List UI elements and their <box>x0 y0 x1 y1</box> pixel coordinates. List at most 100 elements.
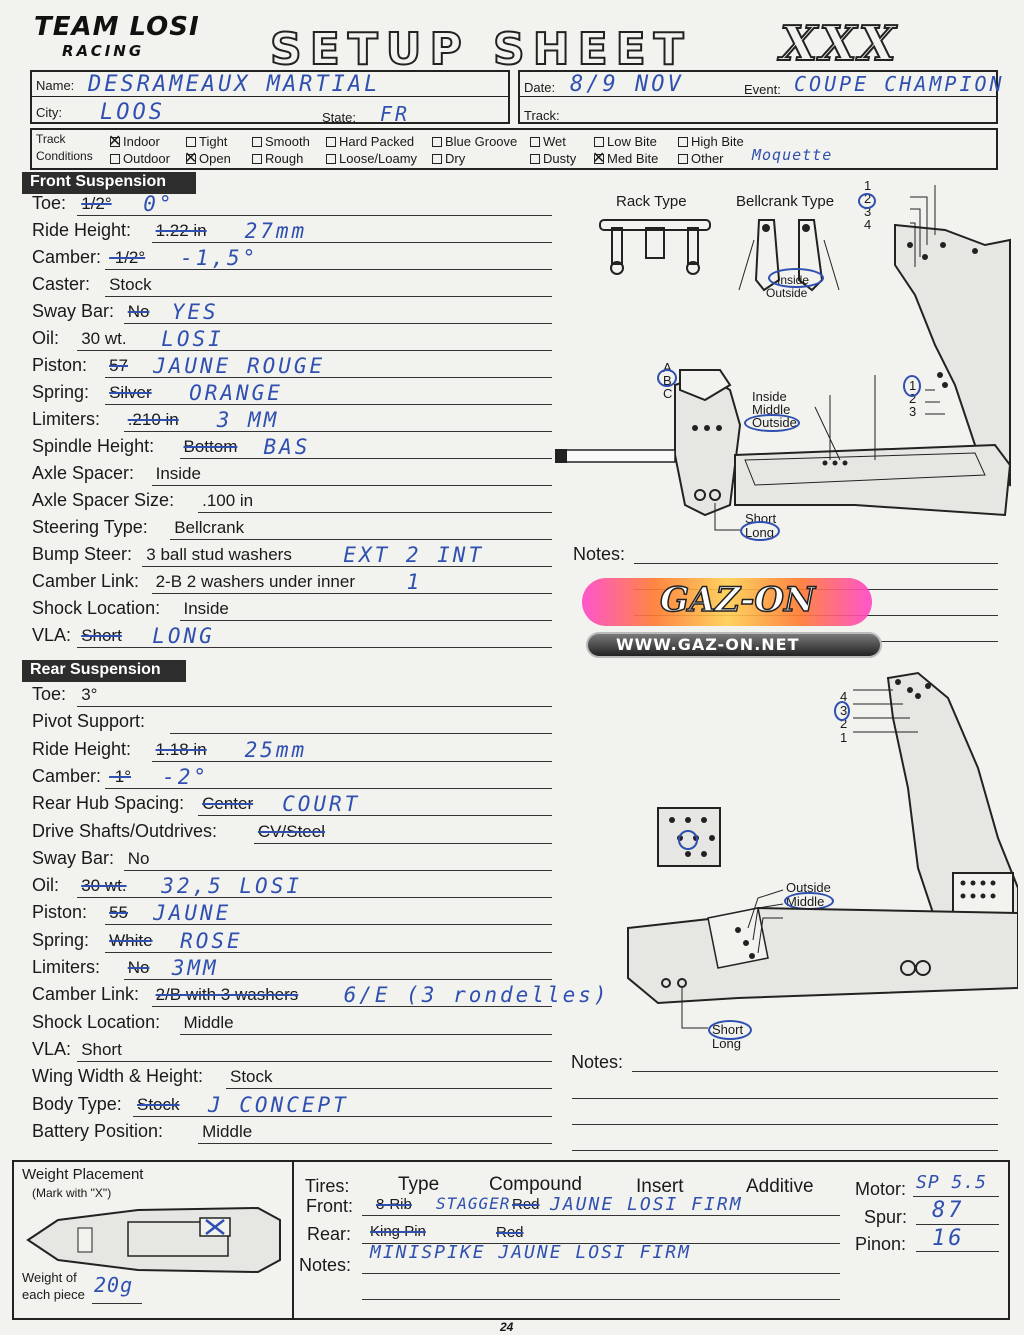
checkbox[interactable] <box>432 154 442 164</box>
track-option[interactable]: High Bite <box>678 134 744 149</box>
setting-printed-value[interactable]: 30 wt. <box>81 876 127 896</box>
checkbox[interactable] <box>186 137 196 147</box>
setting-printed-value[interactable]: Stock <box>109 275 152 294</box>
track-option[interactable]: Indoor <box>108 131 160 151</box>
state-value[interactable]: FR <box>380 102 411 126</box>
setting-printed-value[interactable]: Stock <box>230 1067 273 1087</box>
setting-printed-value[interactable]: Short <box>81 1039 122 1059</box>
track-option[interactable]: Other <box>678 151 724 166</box>
checkbox[interactable] <box>592 148 605 168</box>
checkbox[interactable] <box>110 154 120 164</box>
name-value[interactable]: DESRAMEAUX MARTIAL <box>88 72 381 97</box>
setting-printed-value[interactable]: Inside <box>183 599 229 618</box>
setting-handwritten-value[interactable]: 25mm <box>244 737 308 762</box>
setting-handwritten-value[interactable]: ROSE <box>180 928 243 953</box>
setting-printed-value[interactable]: 30 wt. <box>81 329 127 348</box>
checkbox[interactable] <box>432 137 442 147</box>
track-option[interactable]: Dry <box>432 151 465 166</box>
setting-handwritten-value[interactable]: 32,5 LOSI <box>161 874 302 899</box>
setting-printed-value[interactable]: CV/Steel <box>257 821 325 841</box>
rear-tire-type[interactable]: King Pin <box>370 1223 426 1240</box>
setting-handwritten-value[interactable]: LOSI <box>161 327 224 351</box>
track-option[interactable]: Wet <box>530 134 566 149</box>
setting-printed-value[interactable]: Center <box>202 794 254 814</box>
setting-printed-value[interactable]: Short <box>81 626 122 645</box>
setting-handwritten-value[interactable]: ORANGE <box>189 381 283 405</box>
checkbox[interactable] <box>326 137 336 147</box>
track-other-value[interactable]: Moquette <box>752 146 833 164</box>
setting-printed-value[interactable]: -1° <box>109 766 132 786</box>
setting-printed-value[interactable]: No <box>127 302 150 321</box>
setting-printed-value[interactable]: 55 <box>109 903 129 923</box>
track-option[interactable]: Rough <box>252 151 303 166</box>
checkbox[interactable] <box>594 137 604 147</box>
weight-value[interactable]: 20g <box>94 1273 134 1297</box>
track-option[interactable]: Low Bite <box>594 134 657 149</box>
front-tire-compound[interactable]: Red <box>512 1196 540 1213</box>
front-tire-type-hand[interactable]: STAGGER <box>436 1194 511 1213</box>
spur-value[interactable]: 87 <box>932 1198 965 1223</box>
setting-handwritten-value[interactable]: 0° <box>143 192 175 216</box>
front-tire-hand[interactable]: JAUNE LOSI FIRM <box>550 1194 743 1215</box>
track-option[interactable]: Open <box>184 148 231 168</box>
checkbox[interactable] <box>678 137 688 147</box>
setting-handwritten-value[interactable]: J CONCEPT <box>208 1092 349 1117</box>
checkbox[interactable] <box>184 148 197 168</box>
setting-printed-value[interactable]: -1/2° <box>109 248 146 267</box>
track-option[interactable]: Med Bite <box>592 148 658 168</box>
setting-printed-value[interactable]: Bottom <box>183 437 238 456</box>
setting-handwritten-value[interactable]: BAS <box>263 435 311 459</box>
setting-handwritten-value[interactable]: EXT 2 INT <box>343 543 485 567</box>
track-option[interactable]: Outdoor <box>110 151 170 166</box>
setting-printed-value[interactable]: 2/B with 3 washers <box>155 985 299 1005</box>
track-option[interactable]: Blue Groove <box>432 134 517 149</box>
track-option[interactable]: Loose/Loamy <box>326 151 417 166</box>
checkbox[interactable] <box>108 131 121 151</box>
setting-printed-value[interactable]: 1.22 in <box>155 221 207 240</box>
setting-handwritten-value[interactable]: LONG <box>152 624 215 648</box>
front-tire-type[interactable]: 8-Rib <box>376 1196 412 1213</box>
setting-handwritten-value[interactable]: COURT <box>282 792 361 817</box>
checkbox[interactable] <box>530 154 540 164</box>
checkbox[interactable] <box>326 154 336 164</box>
track-option[interactable]: Smooth <box>252 134 310 149</box>
setting-handwritten-value[interactable]: JAUNE <box>153 901 232 926</box>
setting-printed-value[interactable]: Bellcrank <box>174 518 245 537</box>
setting-printed-value[interactable]: Middle <box>183 1012 234 1032</box>
setting-printed-value[interactable]: Silver <box>109 383 152 402</box>
checkbox[interactable] <box>252 137 262 147</box>
setting-printed-value[interactable]: Middle <box>202 1121 253 1141</box>
checkbox[interactable] <box>530 137 540 147</box>
setting-printed-value[interactable]: Inside <box>155 464 201 483</box>
date-value[interactable]: 8/9 NOV <box>570 72 684 97</box>
setting-handwritten-value[interactable]: 3MM <box>171 956 219 980</box>
setting-handwritten-value[interactable]: -2° <box>162 764 210 789</box>
setting-printed-value[interactable]: Stock <box>137 1094 180 1114</box>
checkbox[interactable] <box>252 154 262 164</box>
setting-printed-value[interactable]: .100 in <box>202 491 254 510</box>
setting-handwritten-value[interactable]: JAUNE ROUGE <box>153 354 326 378</box>
setting-handwritten-value[interactable]: YES <box>171 300 219 324</box>
track-option[interactable]: Tight <box>186 134 227 149</box>
setting-handwritten-value[interactable]: 6/E (3 rondelles) <box>343 983 610 1008</box>
setting-printed-value[interactable]: No <box>127 848 150 868</box>
setting-printed-value[interactable]: 3 ball stud washers <box>146 545 292 564</box>
track-option[interactable]: Hard Packed <box>326 134 414 149</box>
pinion-value[interactable]: 16 <box>932 1226 965 1251</box>
setting-handwritten-value[interactable]: -1,5° <box>180 246 259 270</box>
track-option[interactable]: Dusty <box>530 151 576 166</box>
checkbox[interactable] <box>678 154 688 164</box>
setting-handwritten-value[interactable]: 27mm <box>244 219 308 243</box>
motor-value[interactable]: SP 5.5 <box>916 1172 988 1193</box>
setting-printed-value[interactable]: White <box>109 930 153 950</box>
event-value[interactable]: COUPE CHAMPION <box>794 72 1005 96</box>
setting-printed-value[interactable]: 2-B 2 washers under inner <box>155 572 355 591</box>
rear-tire-hand[interactable]: MINISPIKE JAUNE LOSI FIRM <box>370 1242 691 1263</box>
rear-tire-compound[interactable]: Red <box>496 1224 524 1241</box>
setting-handwritten-value[interactable]: 1 <box>406 570 423 594</box>
city-value[interactable]: LOOS <box>100 100 165 125</box>
setting-handwritten-value[interactable]: 3 MM <box>216 408 280 432</box>
setting-printed-value[interactable]: 1.18 in <box>155 739 207 759</box>
setting-printed-value[interactable]: 57 <box>109 356 129 375</box>
setting-printed-value[interactable]: 3° <box>81 685 98 704</box>
